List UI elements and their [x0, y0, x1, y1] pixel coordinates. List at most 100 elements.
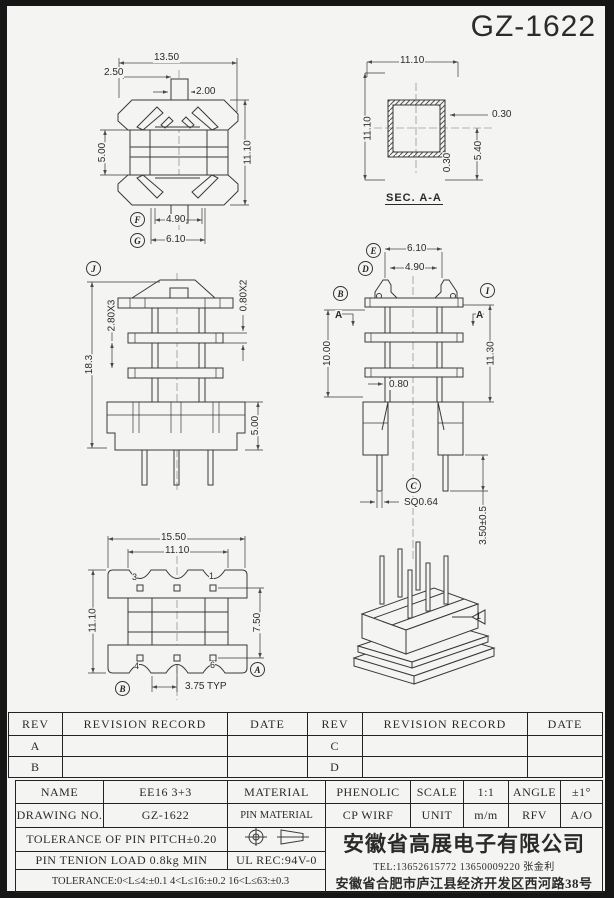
general-tolerance-note: TOLERANCE:0<L≤4:±0.1 4<L≤16:±0.2 16<L≤63…: [15, 869, 326, 893]
frame-top: [0, 0, 614, 6]
rev-header-2: REV: [307, 712, 363, 736]
marker-j: J: [86, 261, 101, 276]
rev-record-a: [62, 735, 228, 757]
side-view-drawing: [87, 273, 263, 493]
frame-left: [0, 0, 7, 898]
rev-row-c: C: [307, 735, 363, 757]
company-name: 安徽省高展电子有限公司: [343, 832, 585, 856]
name-label: NAME: [15, 780, 104, 804]
company-tel: TEL:13652615772 13650009220 张金利: [373, 862, 555, 873]
rev-record-header-2: REVISION RECORD: [362, 712, 528, 736]
rev-label: RFV: [508, 803, 561, 828]
front-view-drawing: [100, 58, 249, 244]
pin-number-1: 1: [209, 571, 215, 581]
marker-a: A: [250, 662, 265, 677]
third-angle-projection-icon: [244, 828, 309, 847]
dim-section-wall-top: 0.30: [491, 109, 513, 120]
marker-e: E: [366, 243, 381, 258]
dim-side-height: 18.3: [84, 353, 96, 376]
marker-c: C: [406, 478, 421, 493]
iso-pin1-marker: 1: [476, 611, 482, 621]
frame-bottom: [0, 891, 614, 898]
dim-bottom-inner-width: 11.10: [164, 545, 191, 556]
dim-side-base-height: 5.00: [250, 414, 262, 437]
material-value: PHENOLIC: [325, 780, 411, 804]
dim-section-height: 11.10: [362, 115, 374, 142]
bottom-view-drawing: [88, 534, 264, 700]
rev-row-a: A: [8, 735, 63, 757]
angle-label: ANGLE: [508, 780, 561, 804]
dim-rear-rail: 0.80: [388, 379, 410, 390]
dim-section-wall-bottom: 0.30: [442, 151, 454, 174]
title-block: NAME EE16 3+3 MATERIAL PHENOLIC SCALE 1:…: [15, 780, 603, 893]
drawing-no-value: GZ-1622: [103, 803, 228, 828]
rev-date-c: [527, 735, 603, 757]
rev-date-a: [227, 735, 308, 757]
section-letter-left: A: [335, 310, 343, 321]
unit-value: m/m: [463, 803, 509, 828]
dim-bottom-pin-pitch: 3.75 TYP: [184, 681, 228, 692]
marker-b: B: [333, 286, 348, 301]
section-view-drawing: [363, 60, 495, 181]
dim-rear-top-outer: 6.10: [406, 243, 428, 254]
rev-date-b: [227, 756, 308, 778]
pin-material-value: CP WIRF: [325, 803, 411, 828]
pin-number-4: 4: [134, 661, 140, 671]
angle-value: ±1°: [560, 780, 603, 804]
drawing-number-title: GZ-1622: [470, 10, 596, 43]
pin-material-label: PIN MATERIAL: [227, 803, 326, 828]
marker-g: G: [130, 233, 145, 248]
marker-d: D: [358, 261, 373, 276]
section-view: 11.10 11.10 0.30 0.30 5.40 SEC. A-A: [355, 45, 535, 215]
section-letter-right: A: [476, 310, 484, 321]
company-info: 安徽省高展电子有限公司 TEL:13652615772 13650009220 …: [325, 827, 603, 893]
rev-value: A/O: [560, 803, 603, 828]
rev-date-d: [527, 756, 603, 778]
rev-row-d: D: [307, 756, 363, 778]
rev-record-header-1: REVISION RECORD: [62, 712, 228, 736]
rev-row-b: B: [8, 756, 63, 778]
isometric-view-drawing: [352, 541, 496, 685]
rev-record-b: [62, 756, 228, 778]
side-view: J 18.3 2.80X3 0.80X2 5.00: [75, 255, 275, 500]
frame-right: [605, 0, 614, 898]
date-header-2: DATE: [527, 712, 603, 736]
rear-view: E D B I C 6.10 4.90 A A 10.00 11.30 0.80…: [320, 240, 505, 560]
dim-rear-left-height: 10.00: [322, 339, 334, 368]
marker-f: F: [130, 212, 145, 227]
dim-bottom-outer-width: 15.50: [160, 532, 188, 543]
rev-record-d: [362, 756, 528, 778]
dim-rear-pin-square: SQ0.64: [403, 497, 439, 508]
rev-header-1: REV: [8, 712, 63, 736]
dim-section-width: 11.10: [399, 55, 426, 66]
bottom-view: 15.50 11.10 11.10 7.50 3.75 TYP 3 1 4 6 …: [80, 530, 285, 708]
marker-b2: B: [115, 681, 130, 696]
dim-section-depth: 5.40: [473, 139, 485, 162]
projection-symbol-cell: [227, 827, 326, 852]
material-label: MATERIAL: [227, 780, 326, 804]
dim-front-window-height: 5.00: [97, 141, 109, 164]
dim-front-total-height: 11.10: [242, 139, 254, 166]
date-header-1: DATE: [227, 712, 308, 736]
dim-front-core-width: 4.90: [165, 214, 187, 225]
isometric-view: 1: [352, 518, 507, 703]
pin-tension-note: PIN TENION LOAD 0.8kg MIN: [15, 850, 228, 871]
name-value: EE16 3+3: [103, 780, 228, 804]
section-caption: SEC. A-A: [385, 192, 443, 205]
pin-pitch-tolerance: TOLERANCE OF PIN PITCH±0.20: [15, 827, 228, 852]
company-address: 安徽省合肥市庐江县经济开发区西河路38号: [335, 876, 593, 891]
dim-rear-right-height: 11.30: [485, 340, 497, 367]
dim-front-left-offset: 2.50: [103, 67, 125, 78]
scale-value: 1:1: [463, 780, 509, 804]
dim-front-total-width: 13.50: [153, 52, 181, 63]
revision-table: REV REVISION RECORD DATE REV REVISION RE…: [8, 712, 603, 778]
dim-side-flange-pitch: 2.80X3: [106, 298, 118, 333]
dim-bottom-pin-span: 7.50: [252, 611, 264, 634]
unit-label: UNIT: [410, 803, 464, 828]
ul-rec: UL REC:94V-0: [227, 850, 326, 871]
dim-rear-top-inner: 4.90: [404, 262, 426, 273]
dim-front-tube-outer: 6.10: [165, 234, 187, 245]
dim-bottom-height: 11.10: [87, 607, 99, 634]
marker-i: I: [480, 283, 495, 298]
